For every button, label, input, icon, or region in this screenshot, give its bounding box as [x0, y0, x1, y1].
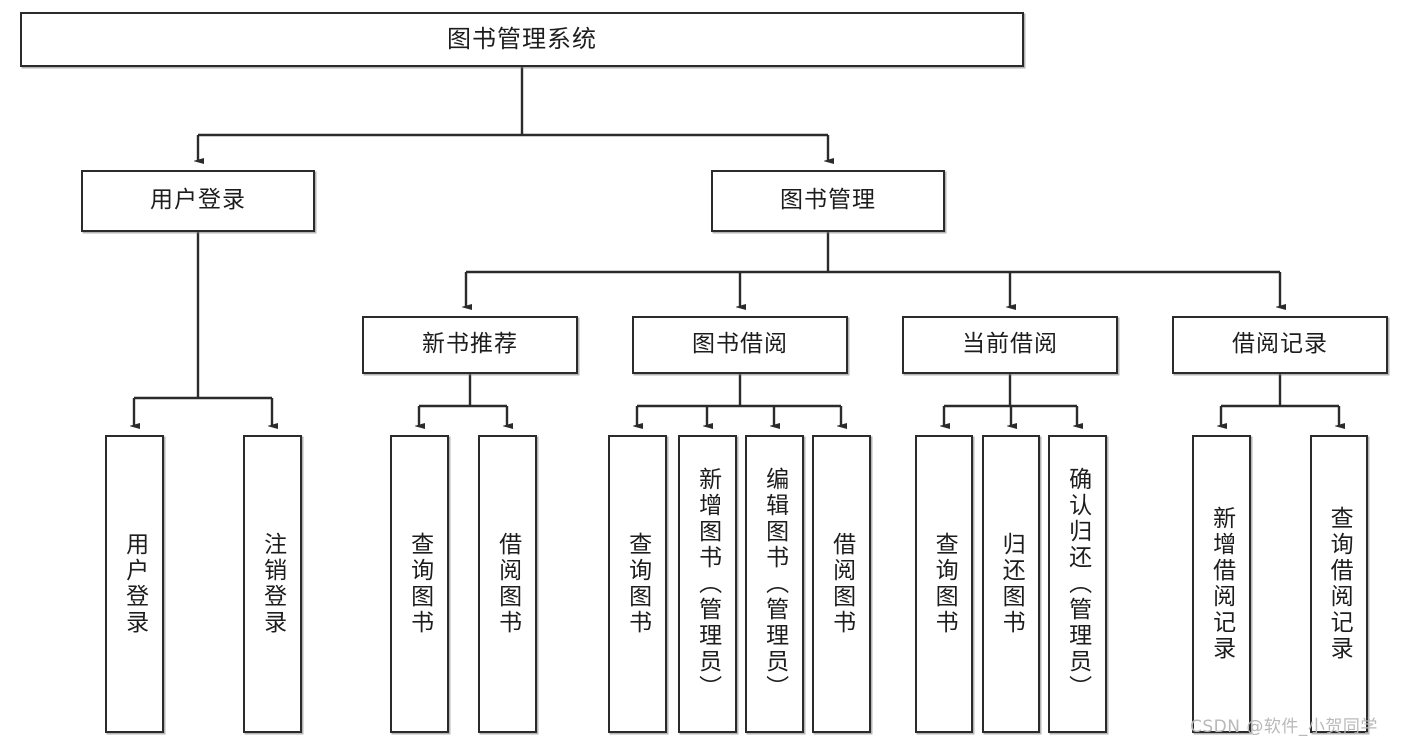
node-borrow-record-label: 借阅记录	[1232, 331, 1328, 358]
node-leaf-confirm-return-label: 确认归还（管理员）	[1064, 467, 1091, 701]
watermark: CSDN @软件_小贺同学	[1190, 717, 1378, 737]
node-book-manage-label: 图书管理	[780, 187, 876, 214]
node-user-login[interactable]: 用户登录	[81, 170, 315, 232]
node-leaf-return-book-label: 归还图书	[998, 532, 1025, 636]
node-leaf-query-book-2[interactable]: 查询图书	[608, 435, 667, 733]
node-book-borrow[interactable]: 图书借阅	[632, 316, 848, 374]
node-leaf-add-book-label: 新增图书（管理员）	[694, 467, 721, 701]
node-leaf-edit-book[interactable]: 编辑图书（管理员）	[745, 435, 804, 733]
node-book-borrow-label: 图书借阅	[692, 331, 788, 358]
node-leaf-edit-book-label: 编辑图书（管理员）	[761, 467, 788, 701]
node-book-manage[interactable]: 图书管理	[711, 170, 945, 232]
node-leaf-add-book[interactable]: 新增图书（管理员）	[678, 435, 737, 733]
node-current-borrow[interactable]: 当前借阅	[902, 316, 1118, 374]
node-leaf-add-record[interactable]: 新增借阅记录	[1192, 435, 1251, 733]
node-leaf-confirm-return[interactable]: 确认归还（管理员）	[1048, 435, 1107, 733]
node-leaf-user-login[interactable]: 用户登录	[105, 435, 164, 733]
node-leaf-borrow-book-1[interactable]: 借阅图书	[478, 435, 537, 733]
node-leaf-user-login-label: 用户登录	[121, 532, 148, 636]
node-leaf-borrow-book-2[interactable]: 借阅图书	[812, 435, 871, 733]
node-leaf-query-book-2-label: 查询图书	[624, 532, 651, 636]
node-leaf-query-record-label: 查询借阅记录	[1326, 506, 1353, 662]
node-leaf-logout-label: 注销登录	[259, 532, 286, 636]
node-leaf-query-book-1[interactable]: 查询图书	[390, 435, 449, 733]
node-root-label: 图书管理系统	[447, 25, 597, 54]
node-user-login-label: 用户登录	[150, 187, 246, 214]
node-leaf-query-book-1-label: 查询图书	[406, 532, 433, 636]
node-leaf-query-book-3[interactable]: 查询图书	[915, 435, 973, 733]
node-leaf-query-record[interactable]: 查询借阅记录	[1310, 435, 1368, 733]
node-leaf-logout[interactable]: 注销登录	[243, 435, 302, 733]
node-root[interactable]: 图书管理系统	[20, 12, 1024, 67]
node-leaf-query-book-3-label: 查询图书	[931, 532, 958, 636]
node-new-book-rec[interactable]: 新书推荐	[362, 316, 578, 374]
node-leaf-add-record-label: 新增借阅记录	[1208, 506, 1235, 662]
node-leaf-borrow-book-1-label: 借阅图书	[494, 532, 521, 636]
node-leaf-borrow-book-2-label: 借阅图书	[828, 532, 855, 636]
node-new-book-rec-label: 新书推荐	[422, 331, 518, 358]
node-current-borrow-label: 当前借阅	[962, 331, 1058, 358]
node-borrow-record[interactable]: 借阅记录	[1172, 316, 1388, 374]
node-leaf-return-book[interactable]: 归还图书	[982, 435, 1040, 733]
